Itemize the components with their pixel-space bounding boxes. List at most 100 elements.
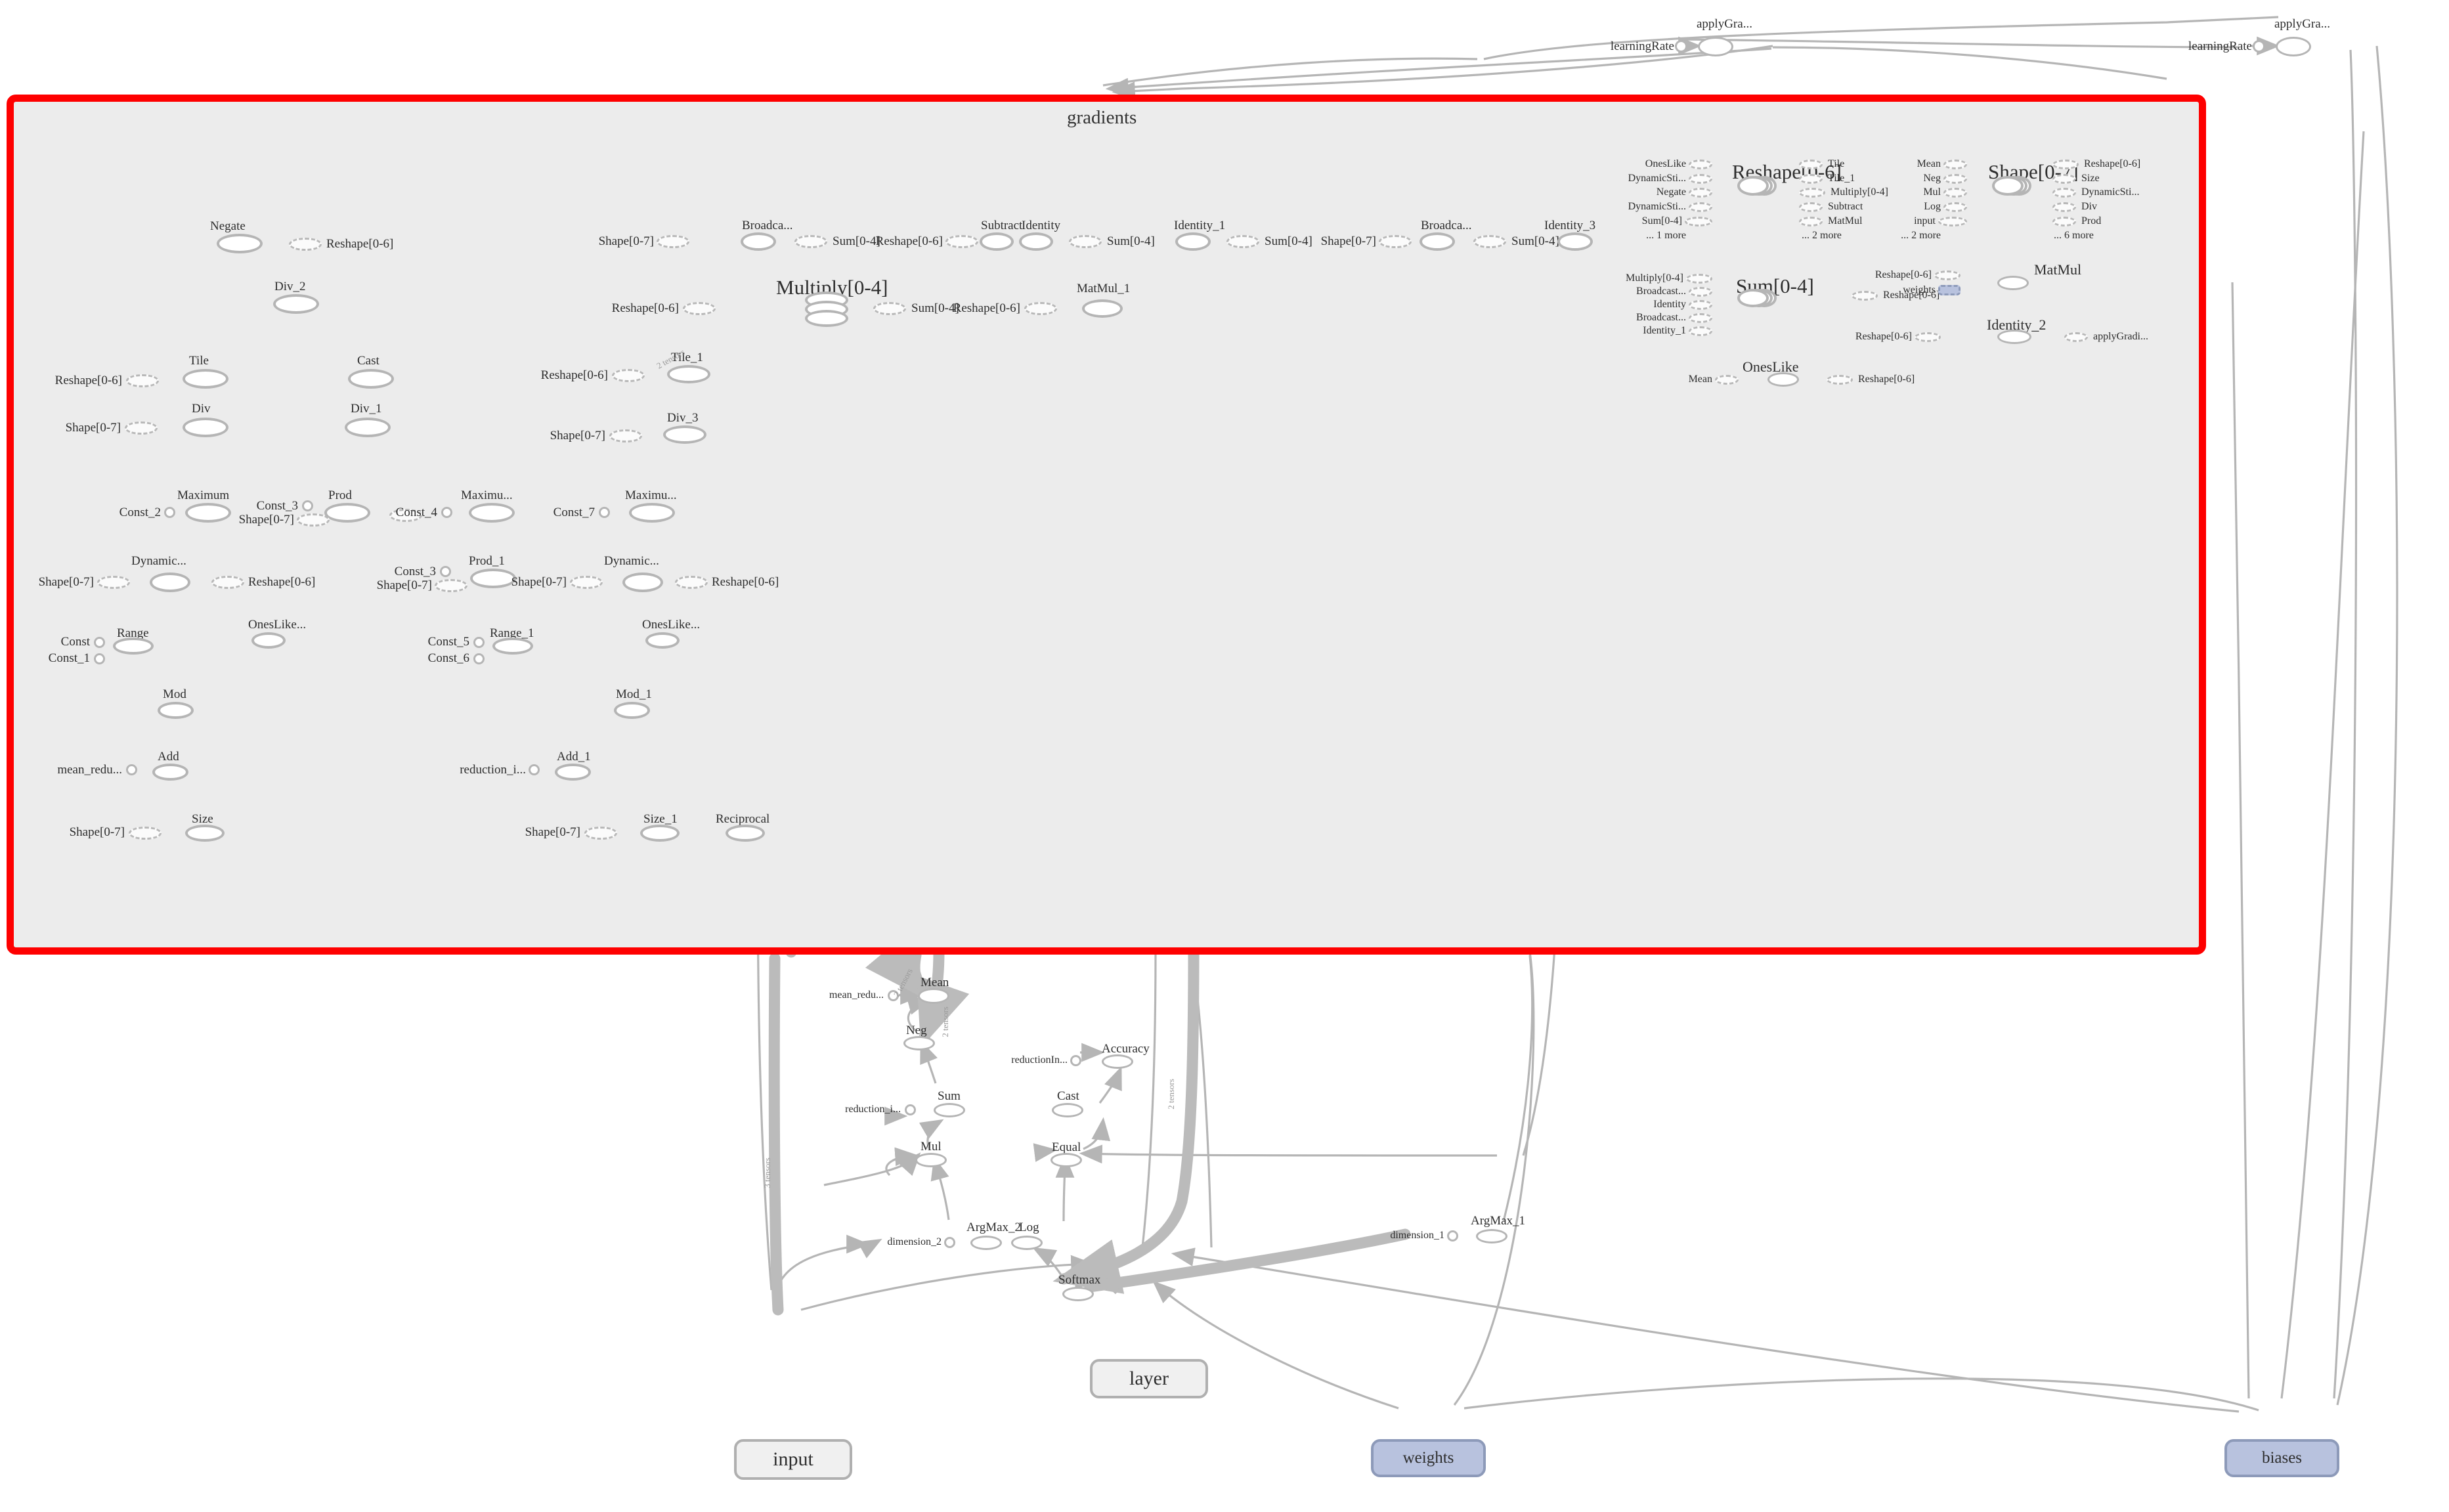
chip-sum-multiply-out[interactable] [873,302,906,315]
dot-reduction-in[interactable] [1070,1055,1081,1066]
node-cluster-shape-stack[interactable] [1992,176,2031,196]
node-div[interactable] [183,418,228,437]
node-weights[interactable]: weights [1371,1439,1486,1477]
dot-mean-redu[interactable] [126,764,137,775]
chip-reshape-tile1[interactable] [612,369,645,382]
chip-sum-broadca1[interactable] [794,235,827,248]
chip-shape-div1[interactable] [389,509,422,522]
chip-sum-in-2[interactable] [1689,300,1712,310]
node-size1[interactable] [640,825,680,842]
chip-oneslike-out[interactable] [1827,375,1853,385]
node-range1[interactable] [492,637,533,655]
node-dynamic-2[interactable] [622,572,663,592]
chip-matmul-in-reshape[interactable] [1934,270,1961,280]
chip-reshape-dynamic2[interactable] [675,576,708,589]
dot-const[interactable] [94,637,105,648]
chip-shape-in-3[interactable] [1943,202,1967,212]
chip-sum-in-3[interactable] [1689,313,1712,323]
chip-reshape-out-1[interactable] [1799,174,1823,184]
chip-matmul-in-weights[interactable] [1938,285,1961,295]
node-mul[interactable] [915,1153,947,1167]
chip-reshape-out-4[interactable] [1799,217,1823,227]
dot-const4[interactable] [441,507,452,518]
dot-const2[interactable] [164,507,175,518]
node-range[interactable] [113,637,154,655]
chip-shape-out-3[interactable] [2052,202,2076,212]
chip-sum-out-0[interactable] [1852,291,1878,301]
node-multiply-series[interactable] [805,292,848,328]
chip-shape-out-4[interactable] [2052,217,2076,227]
learningrate-dot-2[interactable] [2253,40,2265,53]
dot-const1[interactable] [94,653,105,664]
chip-shape-dynamic1[interactable] [97,576,130,589]
chip-shape-broadca2[interactable] [1379,235,1412,248]
chip-reshape-in-3[interactable] [1689,202,1712,212]
dot-reduction-indices[interactable] [905,1104,916,1115]
chip-reshape-negate[interactable] [289,238,322,251]
chip-shape-out-2[interactable] [2052,188,2076,198]
node-size[interactable] [185,825,225,842]
dot-dimension2[interactable] [944,1237,955,1248]
node-softmax[interactable] [1062,1287,1094,1301]
node-maximu-b[interactable] [629,503,675,523]
chip-shape-broadca1[interactable] [657,235,689,248]
dot-reduction-i[interactable] [529,764,540,775]
chip-shape-div[interactable] [125,421,158,435]
node-broadca2[interactable] [1420,232,1455,251]
chip-reshape-out-2[interactable] [1799,188,1825,198]
node-add1[interactable] [555,764,591,781]
node-matmul1[interactable] [1082,299,1123,318]
chip-shape-size1[interactable] [584,827,617,840]
chip-reshape-out-0[interactable] [1799,160,1823,169]
chip-identity2-out[interactable] [2064,332,2088,342]
chip-sum-in-1[interactable] [1689,287,1712,297]
node-biases[interactable]: biases [2224,1439,2339,1477]
dot-const6[interactable] [473,653,485,664]
chip-shape-out-1[interactable] [2052,174,2076,184]
node-input[interactable]: input [734,1439,852,1480]
chip-sum-broadca2[interactable] [1473,235,1506,248]
chip-reshape-dynamic1[interactable] [211,576,244,589]
chip-sum-in-4[interactable] [1689,326,1712,336]
chip-shape-prod1[interactable] [435,579,467,592]
node-cluster-oneslike[interactable] [1767,372,1799,387]
applygradients-ellipse-2[interactable] [2276,37,2311,56]
node-identity1[interactable] [1175,232,1211,251]
chip-shape-div3[interactable] [609,429,642,443]
chip-reshape-multiply-in[interactable] [683,302,716,315]
node-cast[interactable] [348,369,394,389]
chip-sum-identity[interactable] [1069,235,1102,248]
chip-reshape-in-1[interactable] [1689,174,1712,184]
node-argmax2[interactable] [970,1236,1002,1250]
node-div2[interactable] [273,294,319,314]
node-div3[interactable] [663,425,706,444]
node-accuracy[interactable] [1102,1054,1133,1069]
chip-sum-identity1[interactable] [1226,235,1259,248]
node-prod[interactable] [324,503,370,523]
node-cast-lower[interactable] [1052,1103,1083,1117]
node-oneslike-2[interactable] [645,632,680,649]
node-maximu-a[interactable] [469,503,515,523]
chip-shape-in-2[interactable] [1943,188,1967,198]
dot-const5[interactable] [473,637,485,648]
node-mean[interactable] [918,988,949,1004]
dot-const3-prod1[interactable] [440,566,451,577]
chip-shape-in-1[interactable] [1943,174,1967,184]
chip-reshape-in-4[interactable] [1685,217,1712,227]
chip-reshape-out-3[interactable] [1799,202,1823,212]
node-negate[interactable] [217,234,263,253]
chip-reshape-in-0[interactable] [1689,160,1712,169]
dot-const3-prod[interactable] [302,500,313,511]
node-sum-lower[interactable] [934,1103,965,1117]
node-mod1[interactable] [614,702,650,719]
node-subtract[interactable] [980,232,1014,251]
node-argmax1[interactable] [1476,1229,1507,1243]
node-mod[interactable] [158,702,194,719]
applygradients-ellipse-1[interactable] [1698,37,1733,56]
chip-reshape-matmul1[interactable] [1024,302,1057,315]
chip-shape-in-0[interactable] [1943,160,1967,169]
node-reciprocal[interactable] [726,825,765,842]
dot-dimension1[interactable] [1447,1230,1458,1242]
chip-reshape-tile[interactable] [126,374,159,387]
